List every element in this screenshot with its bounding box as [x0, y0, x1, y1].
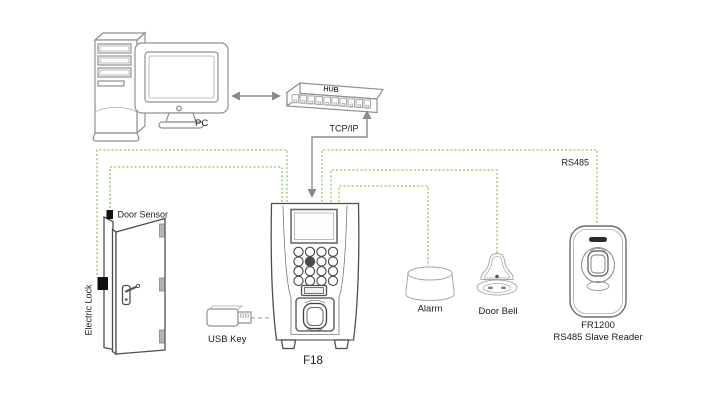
keypad-key [327, 256, 339, 267]
fr1200-icon [569, 225, 627, 318]
arrow-right-icon [272, 91, 281, 101]
door-assembly: Door Sensor Electric Lock [84, 210, 169, 356]
tcpip-link: TCP/IP [307, 110, 372, 198]
hub-icon [285, 81, 385, 114]
keypad-key [304, 266, 316, 277]
keypad-key [304, 246, 316, 257]
wire-rs485 [321, 149, 598, 225]
pc: PC [92, 31, 229, 142]
usb-key-label: USB Key [208, 334, 247, 345]
keypad-key [293, 275, 304, 287]
usb-key-icon [206, 305, 252, 327]
keypad-key [293, 246, 304, 257]
fr1200-sublabel: RS485 Slave Reader [553, 332, 642, 343]
arrow-down-icon [307, 189, 317, 198]
pc-label: PC [195, 118, 208, 129]
hub-label: HUB [323, 86, 339, 94]
door-hinges [159, 223, 165, 344]
alarm: Alarm [405, 266, 455, 315]
wire-door-sensor [109, 166, 283, 210]
keypad-key [327, 266, 339, 277]
keypad-key [316, 246, 327, 257]
keypad-key [316, 275, 327, 287]
electric-lock-icon [97, 277, 108, 290]
door-leaf [115, 217, 166, 355]
alarm-label: Alarm [418, 304, 443, 315]
signal-wires [96, 149, 598, 277]
f18-foot-left [280, 339, 297, 350]
keypad-key [327, 246, 339, 257]
pc-monitor-icon [134, 42, 229, 129]
usb-key: USB Key [206, 305, 272, 345]
pc-hub-link [231, 91, 281, 101]
rs485-label: RS485 [561, 158, 589, 168]
hub-ports [291, 94, 371, 109]
tcpip-label: TCP/IP [329, 124, 358, 134]
wire-door-bell [330, 169, 498, 253]
door-bell-icon [476, 252, 518, 296]
arrow-up-icon [362, 110, 372, 119]
electric-lock-label: Electric Lock [84, 284, 94, 336]
keypad-key [304, 256, 316, 267]
arrow-left-icon [231, 91, 240, 101]
keypad-key [327, 275, 339, 287]
keypad-key [293, 266, 304, 277]
keypad-key [293, 256, 304, 267]
hub: HUB [285, 81, 385, 114]
f18-screen [290, 208, 338, 244]
keypad-key [316, 256, 327, 267]
door-handle-icon [121, 283, 141, 306]
f18-foot-right [333, 339, 350, 350]
door-sensor-label: Door Sensor [118, 210, 169, 220]
f18-keypad [293, 246, 339, 287]
fr1200-reader: FR1200 RS485 Slave Reader [553, 225, 643, 343]
keypad-key [304, 275, 316, 287]
alarm-icon [405, 266, 455, 301]
wire-electric-lock [96, 149, 288, 277]
wire-alarm [338, 185, 429, 266]
f18-label: F18 [303, 355, 323, 367]
f18-terminal: F18 [270, 202, 360, 367]
keypad-key [316, 266, 327, 277]
f18-fingerprint-sensor [295, 297, 335, 332]
door-sensor-icon [106, 210, 113, 219]
door-bell-label: Door Bell [478, 306, 517, 317]
door-bell: Door Bell [476, 252, 518, 317]
fr1200-label: FR1200 [581, 320, 615, 331]
